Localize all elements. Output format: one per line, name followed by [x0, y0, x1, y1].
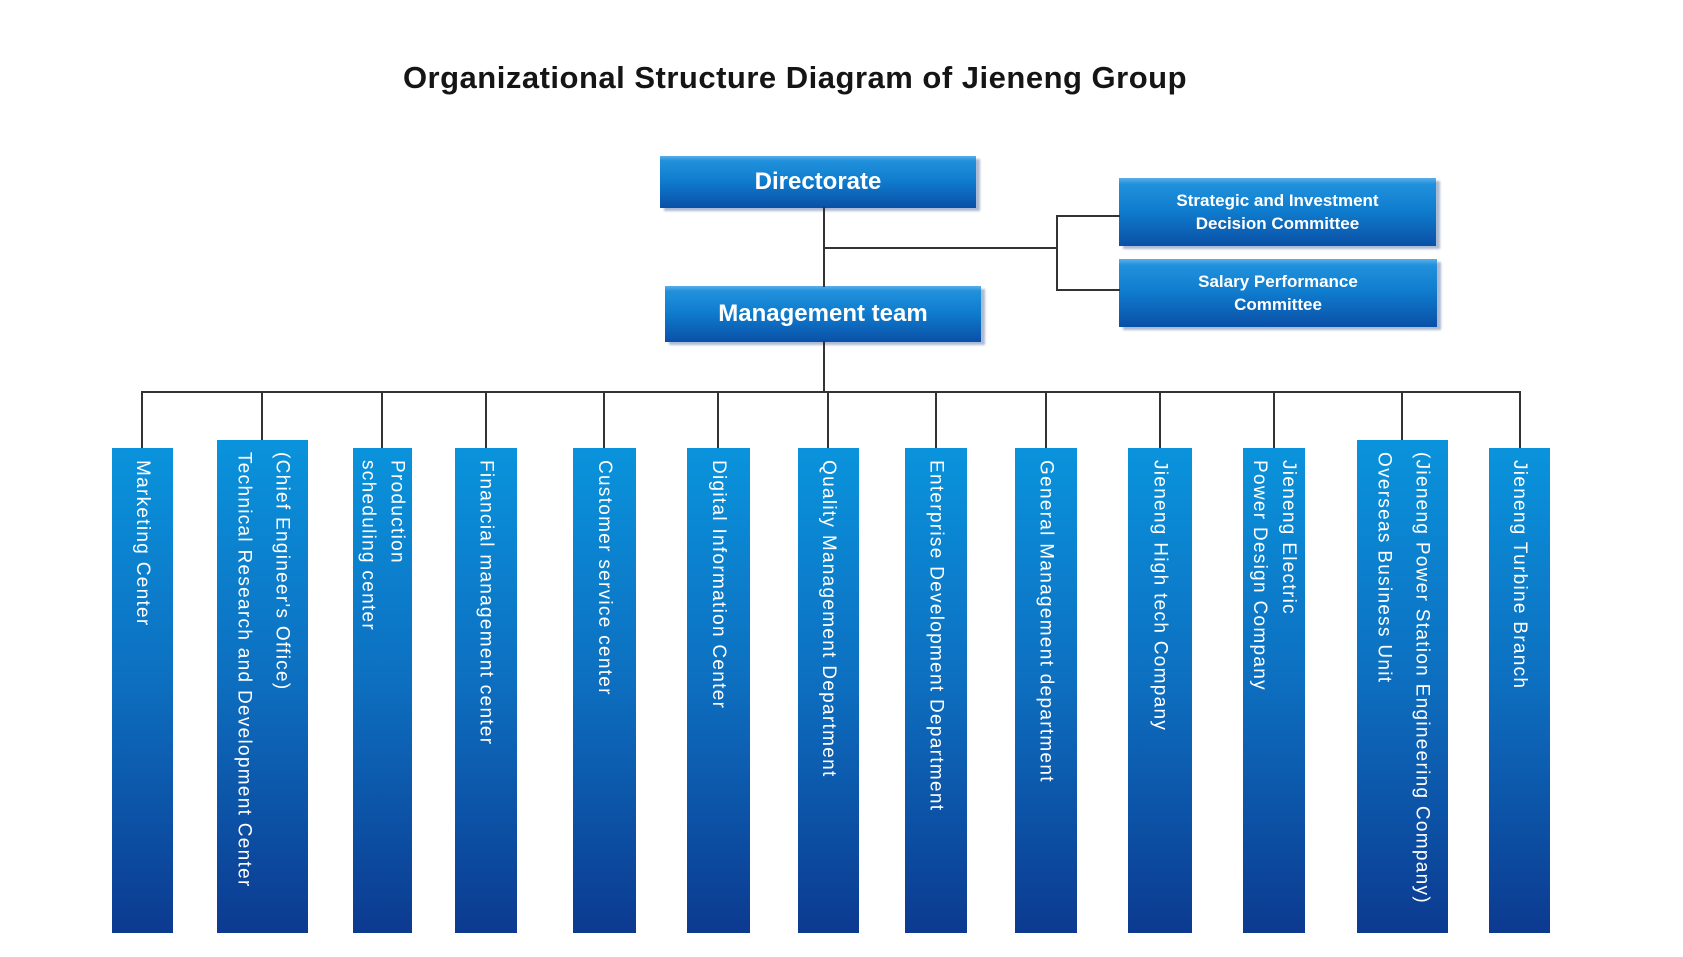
connector-drop — [827, 392, 829, 448]
connector-management-rail — [823, 341, 825, 392]
connector-drop — [1519, 392, 1521, 448]
salary-performance-committee-box: Salary Performance Committee — [1119, 259, 1437, 327]
unit-label: Customer service center — [594, 460, 615, 696]
unit-box-quality-management-department: Quality Management Department — [798, 448, 859, 933]
unit-box-digital-information-center: Digital Information Center — [687, 448, 750, 933]
unit-box-financial-management-center: Financial management center — [455, 448, 517, 933]
unit-box-production-scheduling-center: Production scheduling center — [353, 448, 412, 933]
unit-box-jieneng-turbine-branch: Jieneng Turbine Branch — [1489, 448, 1550, 933]
connector-drop — [1273, 392, 1275, 448]
strategic-investment-committee-label: Strategic and Investment Decision Commit… — [1176, 191, 1379, 233]
connector-drop — [261, 392, 263, 440]
management-team-box: Management team — [665, 286, 981, 342]
unit-box-enterprise-development-department: Enterprise Development Department — [905, 448, 967, 933]
management-team-label: Management team — [718, 300, 928, 327]
directorate-label: Directorate — [754, 168, 882, 195]
unit-label: Enterprise Development Department — [925, 460, 947, 812]
unit-label: (Jieneng Power Station Engineering Compa… — [1373, 452, 1433, 904]
connector-salary-branch — [1056, 289, 1120, 291]
connector-drop — [141, 392, 143, 448]
connector-drop — [1159, 392, 1161, 448]
connector-drop — [717, 392, 719, 448]
unit-label: Production scheduling center — [357, 460, 408, 632]
unit-label: Marketing Center — [132, 460, 153, 627]
unit-label: Digital Information Center — [708, 460, 729, 710]
connector-rail — [141, 391, 1521, 393]
unit-box-jieneng-electric-power-design-company: Jieneng Electric Power Design Company — [1243, 448, 1305, 933]
unit-label: Quality Management Department — [818, 460, 839, 778]
unit-box-customer-service-center: Customer service center — [573, 448, 636, 933]
unit-box-marketing-center: Marketing Center — [112, 448, 173, 933]
strategic-investment-committee-box: Strategic and Investment Decision Commit… — [1119, 178, 1436, 246]
unit-label: Jieneng High tech Company — [1149, 460, 1171, 732]
connector-committee-bracket — [1056, 215, 1058, 291]
unit-label: Financial management center — [475, 460, 497, 746]
connector-drop — [1045, 392, 1047, 448]
connector-drop — [1401, 392, 1403, 440]
connector-strategic-branch — [1056, 215, 1120, 217]
unit-box-technical-research-development-center: (Chief Engineer's Office) Technical Rese… — [217, 440, 308, 933]
directorate-box: Directorate — [660, 156, 976, 208]
connector-drop — [603, 392, 605, 448]
unit-box-general-management-department: General Management department — [1015, 448, 1077, 933]
salary-performance-committee-label: Salary Performance Committee — [1198, 272, 1358, 314]
connector-to-committees — [823, 247, 1057, 249]
connector-drop — [485, 392, 487, 448]
unit-box-jieneng-high-tech-company: Jieneng High tech Company — [1128, 448, 1192, 933]
unit-label: General Management department — [1035, 460, 1057, 783]
connector-drop — [935, 392, 937, 448]
unit-label: Jieneng Electric Power Design Company — [1249, 460, 1299, 691]
unit-box-overseas-business-unit: (Jieneng Power Station Engineering Compa… — [1357, 440, 1448, 933]
unit-label: Jieneng Turbine Branch — [1509, 460, 1530, 690]
unit-label: (Chief Engineer's Office) Technical Rese… — [233, 452, 293, 888]
connector-drop — [381, 392, 383, 448]
page-title: Organizational Structure Diagram of Jien… — [402, 60, 1188, 95]
